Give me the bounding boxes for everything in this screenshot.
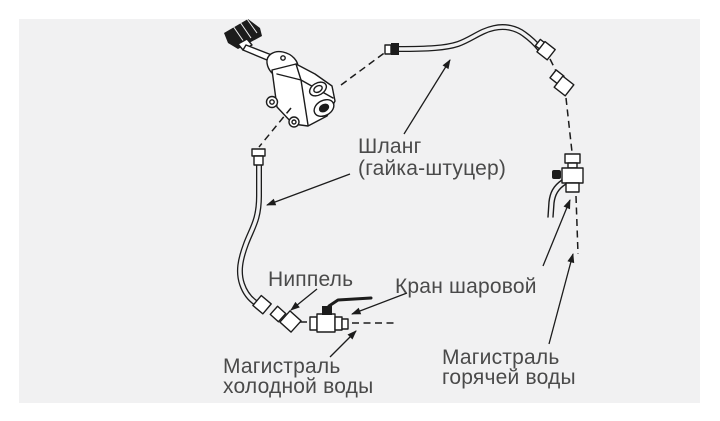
label-hose-line2: (гайка-штуцер)	[358, 157, 506, 180]
leader-arrow-hose-left	[266, 173, 351, 206]
valve-right-nut	[334, 316, 343, 331]
label-hot-line1: Магистраль	[442, 346, 559, 369]
grip-rib	[239, 21, 252, 39]
label-ball-valve: Кран шаровой	[395, 275, 537, 298]
mount-ear	[265, 95, 279, 109]
label-cold-line1: Магистраль	[223, 355, 340, 378]
hot-fitting-body	[553, 75, 575, 97]
assembly-axis-right-dashed	[340, 50, 388, 86]
leader-arrow-valve-cold	[351, 292, 408, 315]
nipple-body	[279, 310, 302, 333]
hose-end-fitting	[536, 40, 556, 61]
leader-arrow-hot-line	[548, 253, 575, 345]
label-hot-line2: горячей воды	[442, 366, 576, 389]
hot-dash-2	[565, 97, 573, 153]
diagram-panel	[19, 19, 700, 403]
outlet-port-upper	[308, 81, 328, 97]
hose-top-nut	[251, 148, 266, 157]
grip-connector	[237, 38, 253, 51]
valve-body	[316, 313, 336, 333]
faucet-mixer-drawing	[224, 18, 336, 128]
leader-arrow-hose-right	[403, 59, 451, 135]
hot-water-line-dashed	[575, 195, 579, 255]
valve-neck	[567, 162, 578, 169]
cold-ball-valve-drawing	[309, 296, 373, 333]
hot-dash-1	[549, 58, 557, 72]
hose-left-nut	[391, 43, 399, 55]
grip-rib	[232, 25, 245, 43]
mount-screw	[280, 55, 286, 61]
mount-ear	[288, 116, 300, 128]
body-edge	[300, 79, 309, 126]
right-hose-drawing	[384, 24, 556, 61]
hose-end-fitting	[252, 294, 272, 315]
valve-stem	[552, 170, 561, 179]
valve-body	[561, 167, 584, 184]
valve-left-nut	[309, 316, 318, 331]
hot-line-assembly	[547, 58, 584, 255]
label-cold-line2: холодной воды	[223, 375, 373, 398]
assembly-axis-left-dashed	[258, 107, 292, 148]
grip-rib	[246, 18, 258, 34]
leader-arrow-nipple	[290, 288, 318, 311]
mount-ear-hole	[269, 99, 275, 105]
outlet-port-lower	[313, 98, 335, 118]
valve-bottom-nut	[565, 182, 580, 193]
mount-ear-hole	[291, 119, 297, 125]
leader-arrow-valve-hot	[542, 199, 571, 267]
hose-left-cap	[384, 44, 392, 55]
leader-arrow-cold-line	[329, 330, 357, 358]
hot-ball-valve-drawing	[547, 153, 584, 218]
label-nipple: Ниппель	[268, 268, 353, 291]
valve-outlet-nut	[341, 318, 349, 330]
label-hose-line1: Шланг	[358, 135, 422, 158]
hose-fill	[238, 164, 261, 305]
nipple-small-square	[269, 305, 287, 323]
cold-line-assembly	[269, 296, 394, 333]
valve-lever	[327, 296, 373, 308]
valve-lever-edge	[552, 183, 567, 218]
valve-lever-edge	[547, 179, 563, 218]
left-hose-drawing	[236, 148, 272, 315]
valve-top-nut	[564, 153, 581, 164]
valve-stem	[322, 306, 332, 315]
hose-fill	[397, 25, 542, 51]
hose-top-fitting	[253, 155, 264, 166]
